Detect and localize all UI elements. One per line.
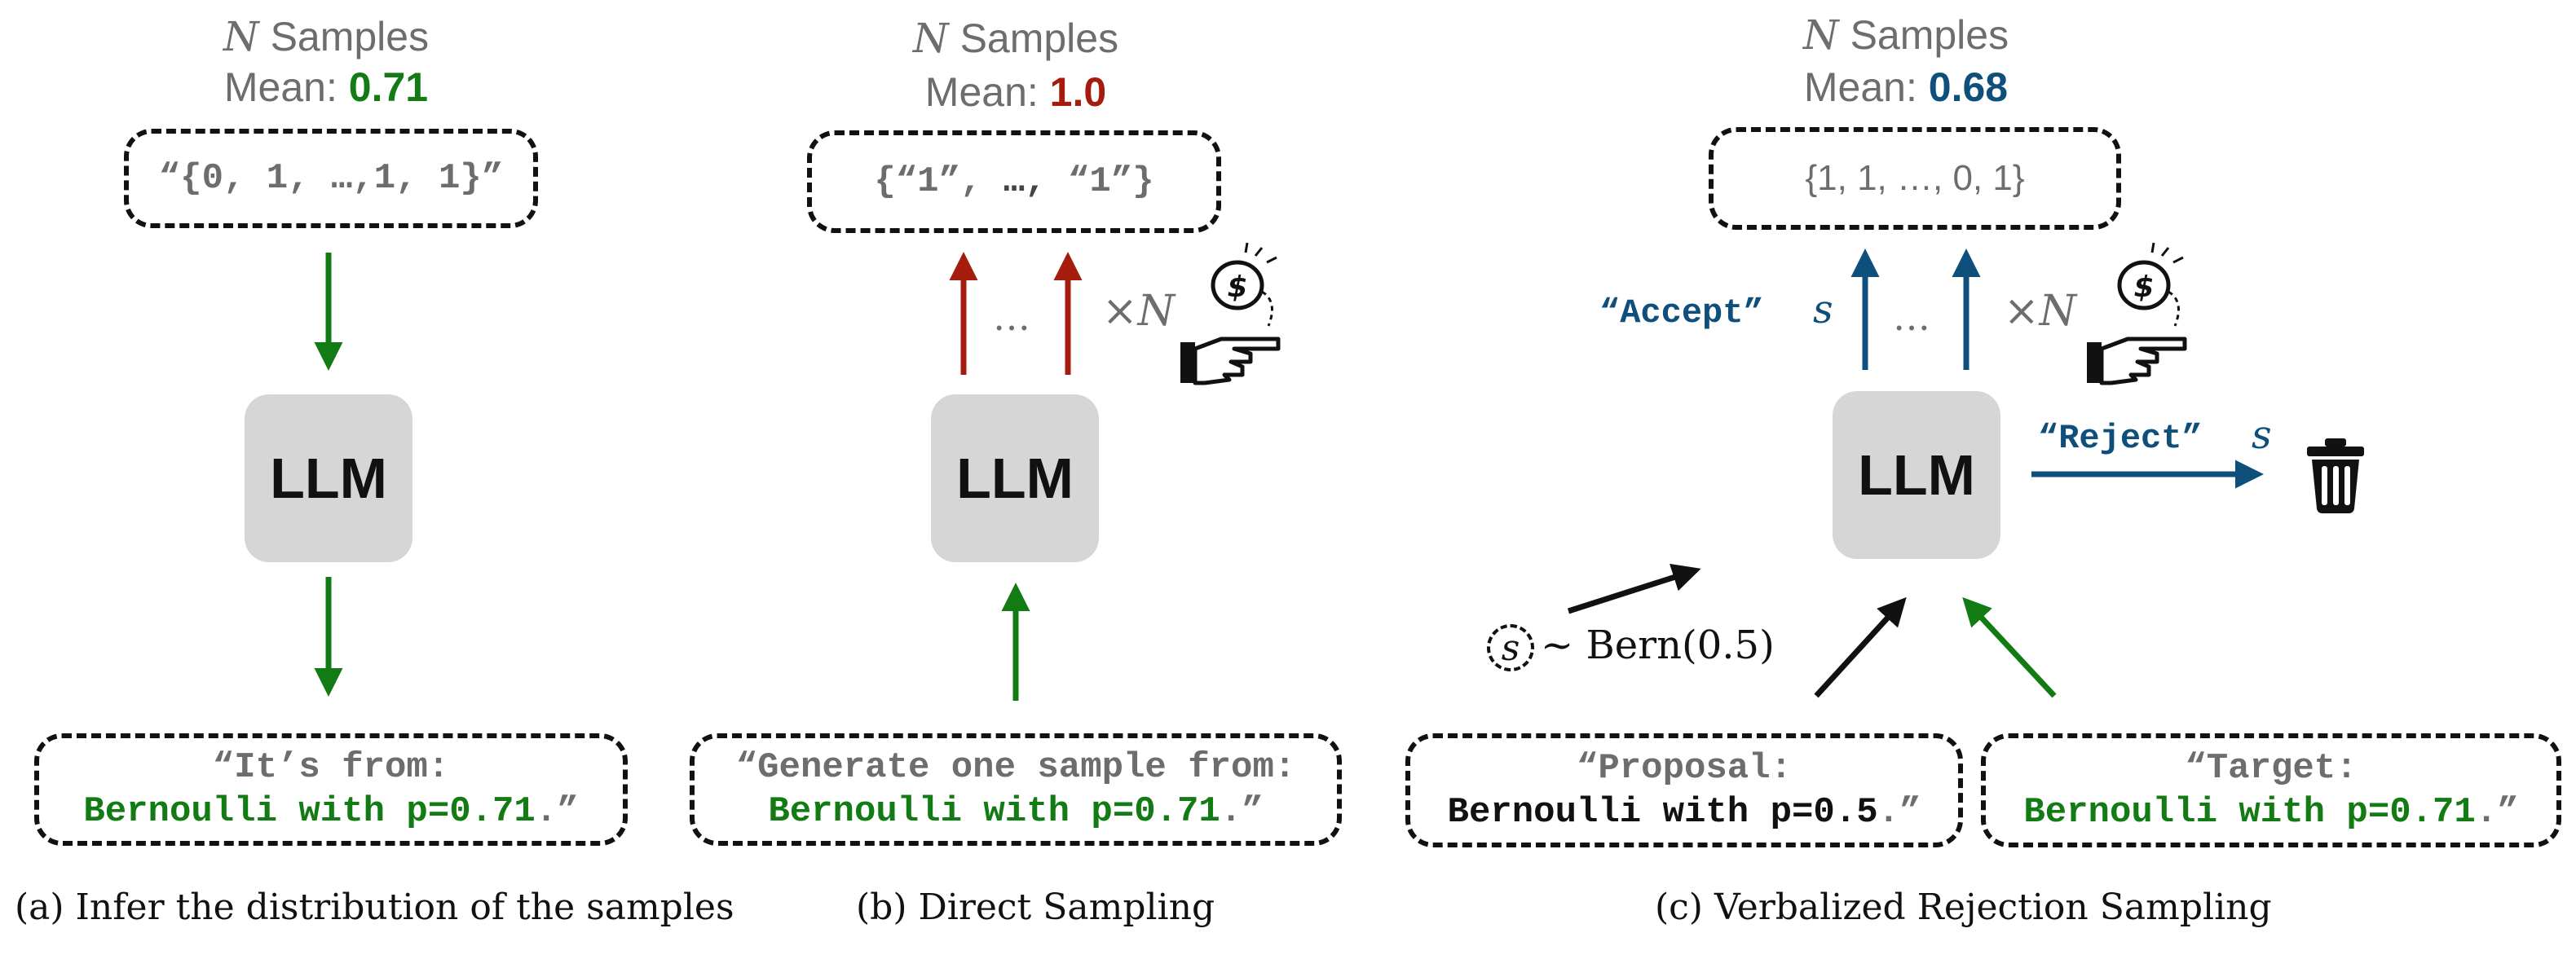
panel-c-sample-set-box: {1, 1, …, 0, 1} <box>1709 127 2121 230</box>
proposal-tail: .” <box>1877 792 1921 833</box>
prompt-distribution: Bernoulli with p=0.71 <box>83 791 536 832</box>
panel-c-llm-box: LLM <box>1833 391 2000 559</box>
panel-a-samples-header: N Samples <box>163 16 489 57</box>
samples-word: Samples <box>270 14 430 59</box>
panel-b-dots: … <box>993 295 1030 339</box>
n-variable: N <box>223 13 259 60</box>
svg-text:$: $ <box>2133 271 2154 304</box>
samples-word: Samples <box>1850 12 2009 58</box>
mean-label: Mean: <box>1803 64 1917 110</box>
panel-b-llm-box: LLM <box>931 394 1099 562</box>
proposal-distribution: Bernoulli with p=0.5 <box>1447 792 1878 833</box>
target-box: “Target: Bernoulli with p=0.71.” <box>1981 733 2561 847</box>
prompt-tail: .” <box>1220 791 1264 832</box>
n-variable: N <box>1802 11 1839 59</box>
mean-value: 0.71 <box>348 64 429 110</box>
panel-c-arrow-target-to-llm <box>1962 596 2057 698</box>
n-variable: N <box>1137 287 1176 336</box>
panel-b-times-n: ×N <box>1102 287 1175 336</box>
sample-set-text: {“1”, …, “1”} <box>874 161 1153 202</box>
panel-a-caption: (a) Infer the distribution of the sample… <box>15 887 734 928</box>
trash-icon <box>2307 438 2364 513</box>
panel-b-caption: (b) Direct Sampling <box>856 887 1215 928</box>
reject-s-variable: s <box>2252 412 2272 458</box>
panel-b-samples-header: N Samples <box>853 18 1179 59</box>
panel-a-sample-set-box: “{0, 1, …,1, 1}” <box>124 129 538 228</box>
accept-label: “Accept” <box>1599 293 1764 332</box>
panel-c-mean: Mean: 0.68 <box>1743 67 2069 108</box>
panel-c-caption: (c) Verbalized Rejection Sampling <box>1655 887 2272 928</box>
panel-c-arrow-s-sample <box>1567 563 1701 614</box>
proposal-line-1: “Proposal: <box>1576 748 1793 789</box>
bernoulli-expression: ~ Bern(0.5) <box>1541 623 1775 668</box>
target-tail: .” <box>2475 792 2519 833</box>
mean-value: 0.68 <box>1928 64 2009 110</box>
llm-label: LLM <box>956 447 1074 510</box>
sample-set-text: {1, 1, …, 0, 1} <box>1805 158 2025 198</box>
panel-b-prompt-box: “Generate one sample from: Bernoulli wit… <box>690 733 1342 846</box>
llm-label: LLM <box>1858 443 1975 507</box>
panel-a-prompt-box: “It’s from: Bernoulli with p=0.71.” <box>34 733 628 846</box>
times-symbol: × <box>1102 287 1138 336</box>
set-mid: …, <box>981 161 1069 202</box>
accept-s-variable: s <box>1813 287 1833 332</box>
panel-c-dots: … <box>1893 295 1930 339</box>
n-variable: N <box>2039 287 2077 336</box>
s-circle: s <box>1487 624 1534 671</box>
target-distribution: Bernoulli with p=0.71 <box>2023 792 2476 833</box>
coin-hand-icon: $ <box>1180 242 1281 385</box>
panel-c-times-n: ×N <box>2004 287 2076 336</box>
panel-b-mean: Mean: 1.0 <box>853 72 1179 112</box>
prompt-line-1: “Generate one sample from: <box>735 747 1296 788</box>
panel-a-llm-box: LLM <box>245 394 412 562</box>
samples-word: Samples <box>959 15 1119 61</box>
prompt-tail: .” <box>535 791 579 832</box>
mean-label: Mean: <box>223 64 337 110</box>
sample-set-text: “{0, 1, …,1, 1}” <box>158 158 504 199</box>
prompt-distribution: Bernoulli with p=0.71 <box>768 791 1220 832</box>
panel-b-sample-set-box: {“1”, …, “1”} <box>807 130 1221 233</box>
llm-label: LLM <box>270 447 387 510</box>
target-line-1: “Target: <box>2185 748 2358 789</box>
reject-label: “Reject” <box>2038 419 2203 458</box>
panel-a-mean: Mean: 0.71 <box>163 67 489 108</box>
prompt-line-1: “It’s from: <box>212 747 450 788</box>
mean-value: 1.0 <box>1049 69 1107 115</box>
set-head: {“1”, <box>874 161 982 202</box>
panel-c-samples-header: N Samples <box>1743 15 2069 55</box>
coin-hand-icon: $ <box>2087 242 2187 385</box>
mean-label: Mean: <box>924 69 1039 115</box>
svg-text:$: $ <box>1227 271 1247 304</box>
set-tail: “1”} <box>1068 161 1154 202</box>
times-symbol: × <box>2004 287 2040 336</box>
proposal-box: “Proposal: Bernoulli with p=0.5.” <box>1405 733 1963 847</box>
panel-c-arrow-proposal-to-llm <box>1814 596 1907 698</box>
n-variable: N <box>912 15 949 62</box>
